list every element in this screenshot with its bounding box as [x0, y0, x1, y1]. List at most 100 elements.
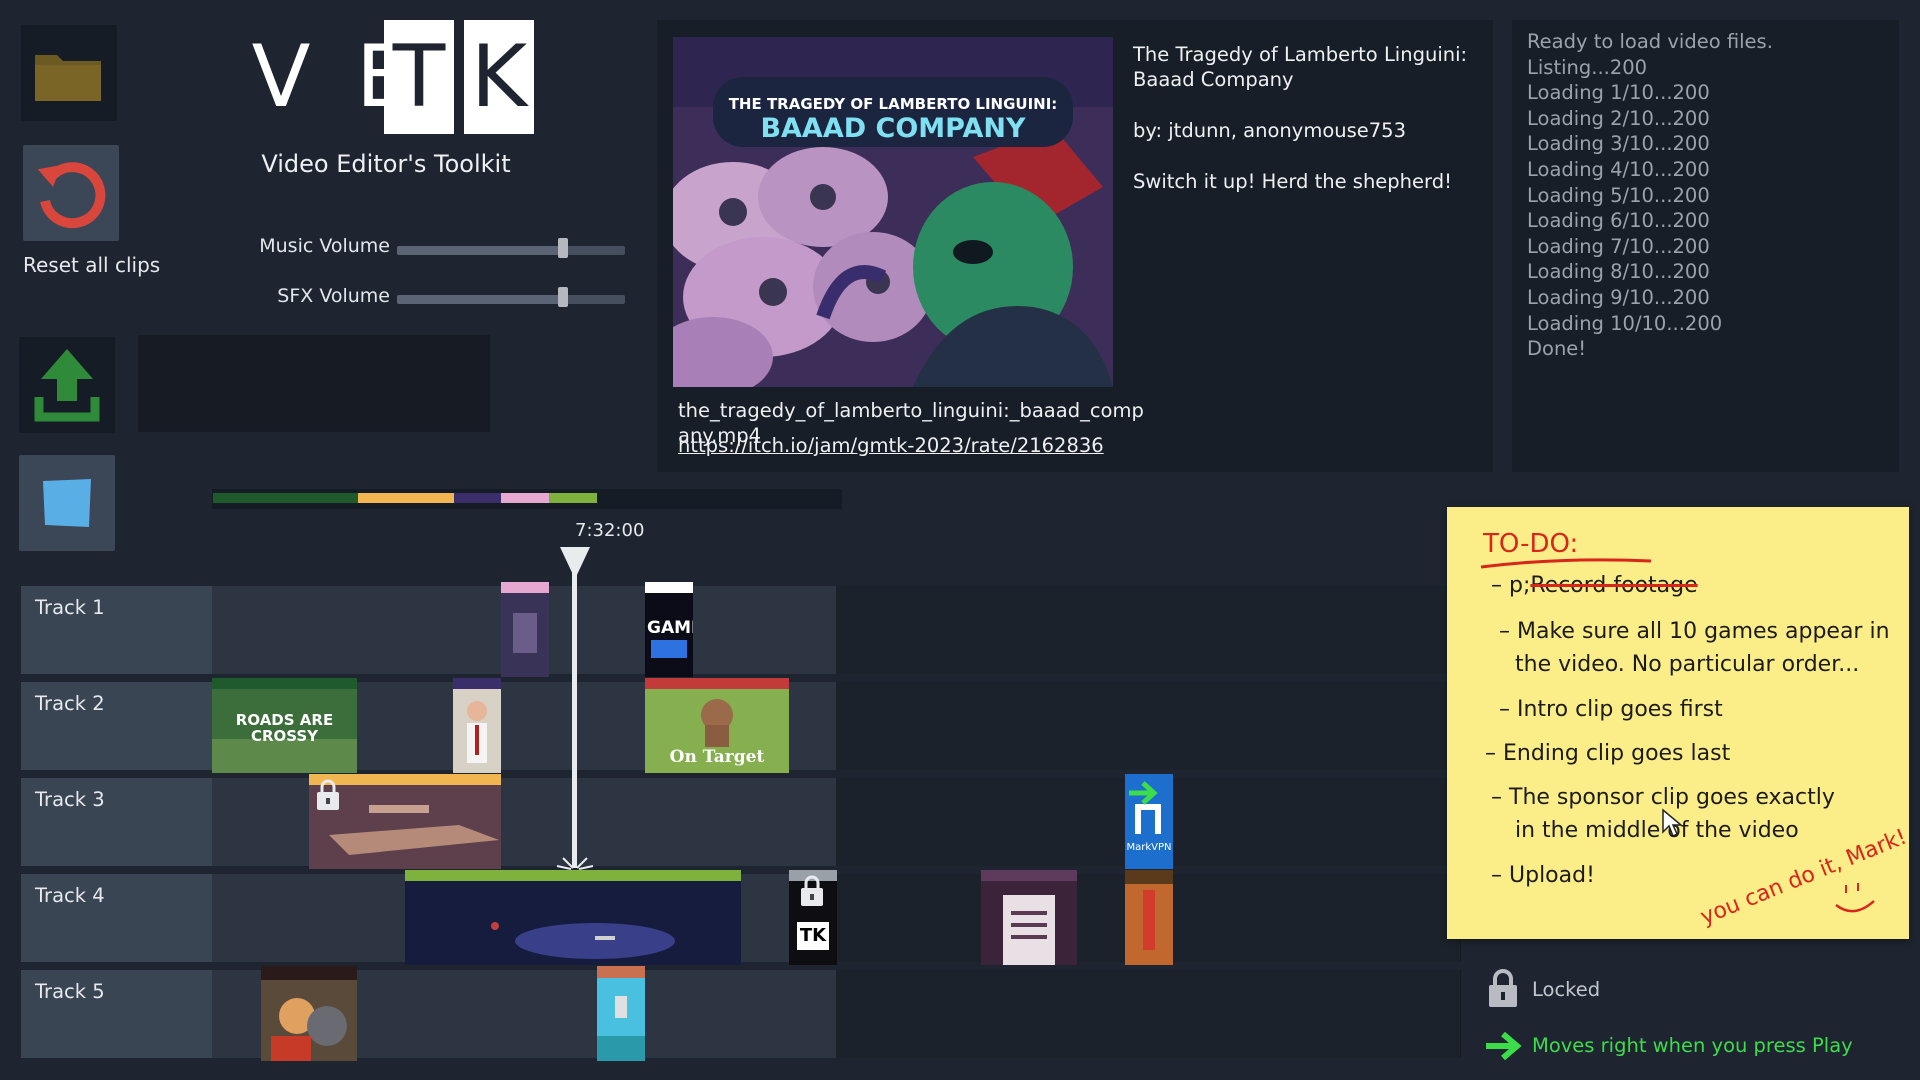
timeline-cell [212, 874, 261, 962]
sfx-volume-handle[interactable] [558, 287, 569, 307]
timeline-cell [980, 778, 1029, 866]
timeline-cell [1316, 778, 1365, 866]
clip-title: TK [797, 922, 829, 950]
timeline-cell [1172, 874, 1221, 962]
track-label-5: Track 5 [21, 970, 212, 1058]
timeline-cell [1316, 586, 1365, 674]
playhead-line[interactable] [572, 563, 577, 868]
track-name: Track 4 [35, 884, 105, 907]
music-volume-slider[interactable] [397, 238, 625, 258]
upload-button[interactable] [19, 337, 115, 433]
open-folder-button[interactable] [21, 25, 117, 121]
todo-item-text: the video. No particular order... [1515, 652, 1860, 677]
timeline-cell [1364, 874, 1413, 962]
timeline-clip[interactable] [261, 966, 357, 1061]
video-title: The Tragedy of Lamberto Linguini: Baaad … [1133, 43, 1468, 91]
music-volume-handle[interactable] [558, 238, 569, 258]
timeline-cell [356, 874, 405, 962]
timeline-clip[interactable] [501, 582, 549, 677]
log-line: Ready to load video files. [1527, 30, 1773, 53]
timeline-clip[interactable] [405, 870, 741, 965]
timeline-cell [500, 970, 549, 1058]
timeline-cell [1364, 682, 1413, 770]
timeline-clip[interactable]: On Target [645, 678, 789, 773]
timeline-cell [1268, 778, 1317, 866]
todo-note: TO-DO: – p;Record footage – Make sure al… [1447, 507, 1910, 939]
timeline-cell [356, 970, 405, 1058]
video-link[interactable]: https://itch.io/jam/gmtk-2023/rate/21628… [678, 434, 1104, 457]
video-file-name: the_tragedy_of_lamberto_linguini:_baaad_… [678, 399, 1144, 447]
todo-item: – Upload! [1491, 863, 1595, 888]
timeline-clip[interactable] [309, 774, 501, 869]
timeline-cell [692, 970, 741, 1058]
timeline-cell [788, 778, 837, 866]
timeline-cell [740, 874, 789, 962]
timeline-cell [1124, 682, 1173, 770]
timeline-overview[interactable] [212, 489, 842, 509]
timeline-cell [356, 682, 405, 770]
clip-title: GAME [647, 618, 693, 638]
video-tagline: Switch it up! Herd the shepherd! [1133, 170, 1452, 193]
timeline-cell [788, 682, 837, 770]
timeline-clip[interactable]: MarkVPN [1125, 774, 1173, 869]
clip-art [651, 640, 687, 658]
smiley-icon [1835, 883, 1875, 913]
arrow-legend-label: Moves right when you press Play [1532, 1034, 1853, 1057]
clip-color-bar [981, 870, 1077, 881]
timeline-cell [1076, 682, 1125, 770]
timeline-cell [308, 586, 357, 674]
timeline-cell [884, 970, 933, 1058]
timeline-cell [1268, 874, 1317, 962]
reset-all-clips-label: Reset all clips [23, 253, 161, 277]
log-line: Listing...200 [1527, 55, 1648, 79]
log-line: Loading 2/10...200 [1527, 106, 1710, 130]
todo-item: – The sponsor clip goes exactly [1491, 785, 1835, 810]
clip-color-bar [309, 774, 501, 785]
sfx-volume-slider[interactable] [397, 287, 625, 307]
overview-segment [454, 493, 501, 503]
log-line: Loading 1/10...200 [1527, 81, 1710, 105]
empty-panel [138, 335, 490, 432]
timeline-cell [1172, 970, 1221, 1058]
timeline-cell [1124, 970, 1173, 1058]
track-row[interactable] [212, 586, 1461, 674]
folder-icon [35, 55, 101, 101]
track-row[interactable] [212, 682, 1461, 770]
track-row[interactable] [212, 778, 1461, 866]
track-row[interactable] [212, 970, 1461, 1058]
right-arrow-icon [1129, 781, 1158, 805]
timeline-cell [548, 970, 597, 1058]
reset-all-clips-button[interactable] [23, 145, 119, 241]
timeline-clip[interactable] [453, 678, 501, 773]
video-cover-image: THE TRAGEDY OF LAMBERTO LINGUINI: BAAAD … [673, 37, 1113, 387]
lock-icon [801, 875, 823, 906]
track-label-2: Track 2 [21, 682, 212, 770]
timeline-cell [1268, 586, 1317, 674]
log-line: Done! [1527, 337, 1587, 361]
title-underline [1480, 558, 1652, 569]
timeline-clip[interactable] [1125, 870, 1173, 965]
square-icon [43, 479, 91, 527]
timeline-cell [836, 682, 885, 770]
timeline-clip[interactable]: ROADS ARE CROSSY [212, 678, 357, 773]
track-label-3: Track 3 [21, 778, 212, 866]
timeline-cell [596, 682, 645, 770]
timeline-cell [1268, 682, 1317, 770]
timeline-cell [740, 970, 789, 1058]
timeline-clip[interactable] [981, 870, 1077, 965]
overview-segment [501, 493, 549, 503]
timeline-clip[interactable] [597, 966, 645, 1061]
timeline-cell [500, 778, 549, 866]
timeline-cell [980, 970, 1029, 1058]
timeline-clip[interactable]: GAME [645, 582, 693, 677]
todo-item-text: Record footage [1530, 573, 1698, 598]
timeline-cell [932, 682, 981, 770]
timeline-clip[interactable]: TK [789, 870, 837, 965]
video-authors: by: jtdunn, anonymouse753 [1133, 119, 1406, 142]
overview-segment [358, 493, 454, 503]
track-label-1: Track 1 [21, 586, 212, 674]
square-tool-button[interactable] [19, 455, 115, 551]
track-name: Track 5 [35, 980, 105, 1003]
timeline-cell [260, 874, 309, 962]
